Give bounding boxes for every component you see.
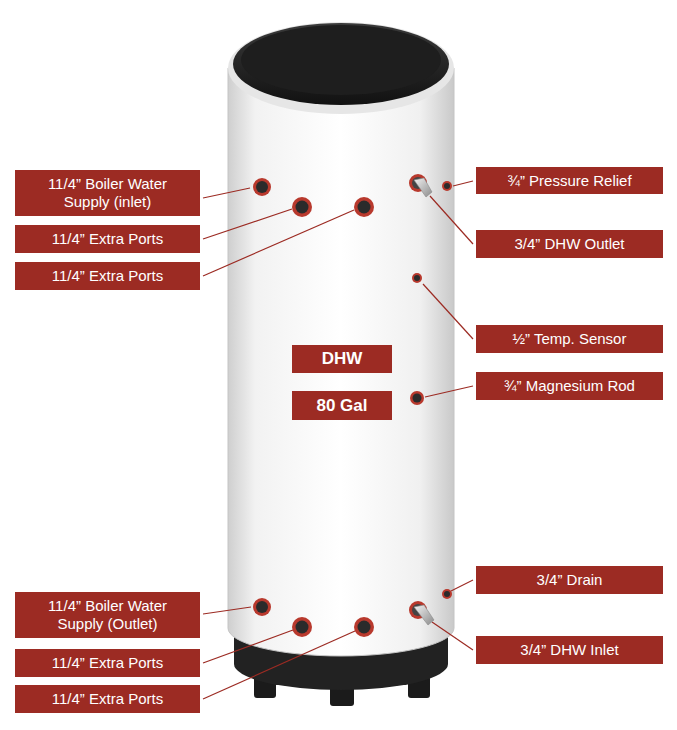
port-fitting [409, 174, 432, 197]
leader-line [451, 580, 473, 591]
callout-text: DHW [322, 349, 363, 369]
callout-box: 11/4” Boiler Water Supply (Outlet) [15, 592, 200, 638]
callout-text: 11/4” Extra Ports [52, 230, 163, 248]
callout-text: 11/4” Extra Ports [52, 267, 163, 285]
leader-line [203, 188, 250, 198]
callout-box: 11/4” Extra Ports [15, 685, 200, 713]
callout-text: 11/4” Extra Ports [52, 690, 163, 708]
callout-box: ½” Temp. Sensor [476, 325, 663, 353]
leader-line [423, 284, 473, 339]
leader-line [203, 209, 292, 239]
callout-text: ¾” Pressure Relief [507, 172, 631, 190]
callout-text: 3/4” Drain [537, 571, 603, 589]
tank-rim [228, 22, 454, 114]
port [292, 617, 312, 637]
callout-box: 11/4” Extra Ports [15, 225, 200, 253]
leader-line [432, 622, 473, 650]
callout-box: ¾” Magnesium Rod [476, 372, 663, 400]
callout-text: 11/4” Boiler Water Supply (Outlet) [23, 597, 192, 633]
port [412, 273, 422, 283]
callout-text: ¾” Magnesium Rod [504, 377, 635, 395]
callout-text: 11/4” Extra Ports [52, 654, 163, 672]
leader-line [203, 210, 354, 276]
port [253, 598, 271, 616]
callout-text: 3/4” DHW Inlet [520, 641, 618, 659]
tank-cap [233, 23, 449, 105]
leader-line [430, 196, 473, 244]
tank-body [228, 68, 454, 656]
callout-box: 11/4” Extra Ports [15, 649, 200, 677]
callout-text: 80 Gal [316, 396, 367, 416]
port-fitting [409, 601, 434, 625]
callout-box: ¾” Pressure Relief [476, 167, 663, 194]
callout-box: 11/4” Boiler Water Supply (inlet) [15, 170, 200, 216]
callout-text: ½” Temp. Sensor [513, 330, 627, 348]
callout-text: 3/4” DHW Outlet [514, 235, 624, 253]
callout-text: 11/4” Boiler Water Supply (inlet) [23, 175, 192, 211]
leader-line [453, 181, 473, 186]
port [442, 589, 452, 599]
port [292, 197, 312, 217]
callout-box: 3/4” DHW Inlet [476, 636, 663, 664]
port [354, 197, 374, 217]
port [354, 617, 374, 637]
tank-label-box: 80 Gal [292, 391, 392, 420]
port [442, 181, 452, 191]
port [410, 391, 424, 405]
leader-line [203, 630, 293, 663]
callout-box: 11/4” Extra Ports [15, 262, 200, 290]
leader-line [203, 607, 251, 614]
leader-line [203, 631, 355, 699]
tank-cap-top [241, 25, 441, 95]
port [253, 178, 271, 196]
callout-box: 3/4” Drain [476, 566, 663, 594]
tank-label-box: DHW [292, 345, 392, 373]
callout-box: 3/4” DHW Outlet [476, 230, 663, 258]
leader-line [425, 386, 473, 397]
